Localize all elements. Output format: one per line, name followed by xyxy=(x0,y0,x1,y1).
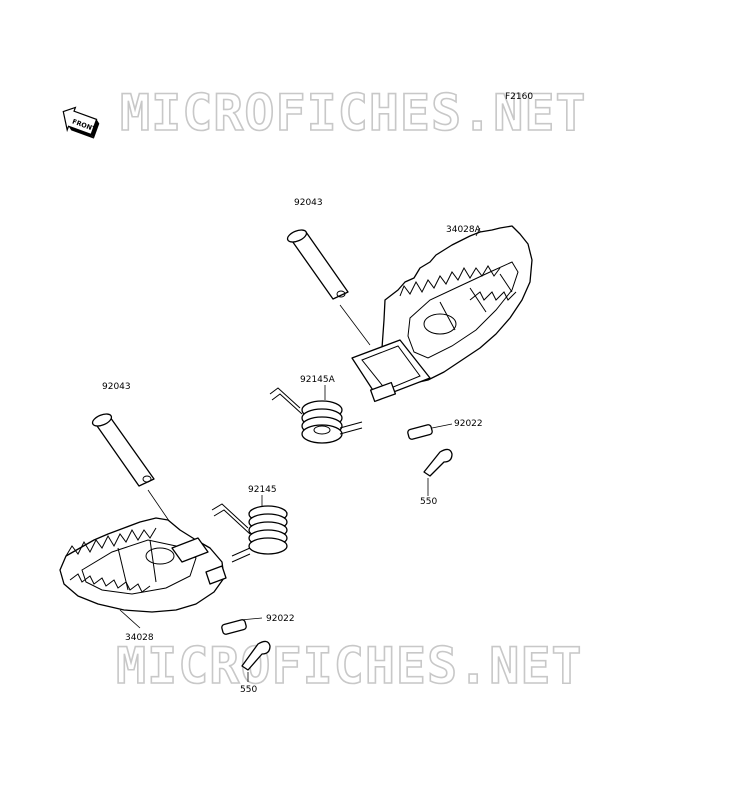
figure-code: F2160 xyxy=(505,92,533,102)
part-label-92145: 92145 xyxy=(248,485,277,495)
part-label-550-left: 550 xyxy=(240,685,257,695)
washer-left-drawing xyxy=(221,617,263,635)
front-arrow-icon: FRONT xyxy=(62,106,100,139)
footpeg-right-drawing xyxy=(351,225,533,403)
spring-right-drawing xyxy=(269,385,363,444)
part-label-92022-right: 92022 xyxy=(454,419,483,429)
footpeg-left-drawing xyxy=(59,517,227,629)
washer-right-drawing xyxy=(407,423,453,440)
pin-left-drawing xyxy=(91,413,179,535)
part-label-34028: 34028 xyxy=(125,633,154,643)
cotter-pin-left-drawing xyxy=(241,640,271,682)
pin-right-drawing xyxy=(286,229,371,346)
part-label-550-right: 550 xyxy=(420,497,437,507)
cotter-pin-right-drawing xyxy=(423,448,453,496)
watermark-top: MICROFICHES.NET xyxy=(120,84,587,142)
part-label-92145a: 92145A xyxy=(300,375,336,385)
part-label-34028a: 34028A xyxy=(446,225,482,235)
part-label-92022-left: 92022 xyxy=(266,614,295,624)
part-label-92043-right: 92043 xyxy=(294,198,323,208)
spring-left-drawing xyxy=(211,495,288,563)
part-label-92043-left: 92043 xyxy=(102,382,131,392)
watermark-bottom: MICROFICHES.NET xyxy=(116,637,583,695)
